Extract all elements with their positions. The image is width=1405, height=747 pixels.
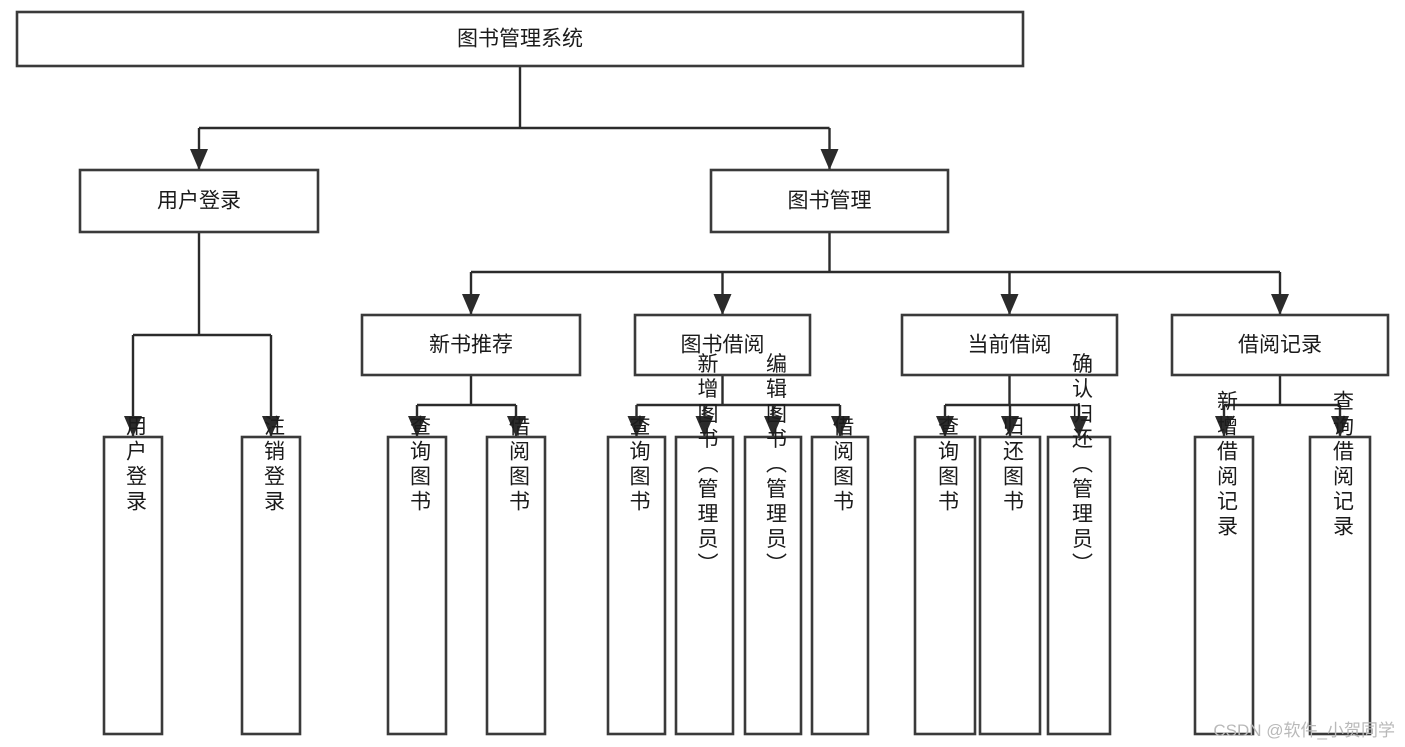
node-label: 注销登录 — [261, 415, 285, 515]
node-box — [240, 435, 302, 736]
node-box — [900, 313, 1119, 377]
node-label: 新增图书（管理员） — [695, 353, 719, 578]
node-book-management[interactable]: 图书管理 — [709, 168, 950, 234]
node-box — [709, 168, 950, 234]
arrow-head-icon — [713, 294, 732, 315]
arrow-head-icon — [408, 416, 426, 437]
arrow-head-icon — [1271, 294, 1289, 315]
arrow-head-icon — [627, 416, 646, 437]
arrow-head-icon — [1331, 416, 1349, 437]
node-label: 用户登录 — [157, 190, 241, 213]
node-current-borrow[interactable]: 当前借阅 — [900, 313, 1119, 377]
node-leaf-add-borrow-record[interactable]: 新增借阅记录 — [1193, 390, 1255, 736]
arrow-head-icon — [936, 416, 954, 437]
node-box — [978, 435, 1042, 736]
arrow-head-icon — [262, 416, 280, 437]
node-label: 新增借阅记录 — [1214, 390, 1238, 540]
arrow-head-icon — [695, 416, 714, 437]
node-label: 图书管理系统 — [457, 28, 583, 51]
node-label: 归还图书 — [1000, 415, 1024, 515]
node-leaf-borrow-book-recommend[interactable]: 借阅图书 — [485, 415, 547, 736]
node-label: 查询图书 — [407, 415, 431, 515]
node-label: 用户登录 — [123, 415, 147, 515]
node-box — [633, 313, 812, 377]
node-box — [743, 435, 803, 736]
node-label: 查询图书 — [627, 415, 651, 515]
node-leaf-confirm-return-admin[interactable]: 确认归还（管理员） — [1046, 353, 1112, 736]
node-leaf-return-book[interactable]: 归还图书 — [978, 415, 1042, 736]
node-box — [78, 168, 320, 234]
arrow-head-icon — [462, 294, 480, 315]
node-box — [1170, 313, 1390, 377]
node-leaf-edit-book-admin[interactable]: 编辑图书（管理员） — [743, 353, 803, 736]
node-borrow-record[interactable]: 借阅记录 — [1170, 313, 1390, 377]
node-book-borrow[interactable]: 图书借阅 — [633, 313, 812, 377]
node-box — [1308, 435, 1372, 736]
node-leaf-query-borrow-record[interactable]: 查询借阅记录 — [1308, 390, 1372, 736]
watermark-label: CSDN @软件_小贺同学 — [1213, 721, 1395, 740]
node-label: 图书借阅 — [681, 334, 765, 357]
node-label: 图书管理 — [788, 190, 872, 213]
arrow-head-icon — [507, 416, 525, 437]
arrow-head-icon — [1215, 416, 1233, 437]
node-box — [810, 435, 870, 736]
node-label: 借阅图书 — [830, 415, 854, 515]
node-label: 查询借阅记录 — [1330, 390, 1354, 540]
node-leaf-add-book-admin[interactable]: 新增图书（管理员） — [674, 353, 735, 736]
node-box — [102, 435, 164, 736]
node-box — [485, 435, 547, 736]
node-box — [15, 10, 1025, 68]
arrow-head-icon — [124, 416, 142, 437]
node-box — [674, 435, 735, 736]
node-box — [1046, 435, 1112, 736]
node-leaf-user-login[interactable]: 用户登录 — [102, 415, 164, 736]
node-root[interactable]: 图书管理系统 — [15, 10, 1025, 68]
arrow-head-icon — [1001, 416, 1019, 437]
node-user-login[interactable]: 用户登录 — [78, 168, 320, 234]
arrow-head-icon — [820, 149, 839, 170]
arrow-head-icon — [1070, 416, 1088, 437]
node-leaf-logout-login[interactable]: 注销登录 — [240, 415, 302, 736]
node-box — [606, 435, 667, 736]
node-label: 新书推荐 — [429, 334, 513, 357]
node-leaf-query-book-borrow[interactable]: 查询图书 — [606, 415, 667, 736]
connector-layer — [124, 66, 1349, 437]
node-box — [386, 435, 448, 736]
arrow-head-icon — [764, 416, 782, 437]
node-label: 确认归还（管理员） — [1069, 353, 1093, 578]
node-layer: 图书管理系统用户登录图书管理新书推荐图书借阅当前借阅借阅记录用户登录注销登录查询… — [15, 10, 1390, 736]
node-label: 编辑图书（管理员） — [763, 353, 787, 578]
node-box — [1193, 435, 1255, 736]
node-label: 借阅记录 — [1238, 334, 1322, 357]
node-box — [360, 313, 582, 377]
arrow-head-icon — [190, 149, 208, 170]
node-leaf-query-book-recommend[interactable]: 查询图书 — [386, 415, 448, 736]
node-box — [913, 435, 977, 736]
node-label: 查询图书 — [935, 415, 959, 515]
node-leaf-borrow-book[interactable]: 借阅图书 — [810, 415, 870, 736]
arrow-head-icon — [1000, 294, 1019, 315]
arrow-head-icon — [831, 416, 849, 437]
node-new-book-recommend[interactable]: 新书推荐 — [360, 313, 582, 377]
node-leaf-query-book-current[interactable]: 查询图书 — [913, 415, 977, 736]
node-label: 借阅图书 — [506, 415, 530, 515]
node-label: 当前借阅 — [968, 334, 1052, 357]
